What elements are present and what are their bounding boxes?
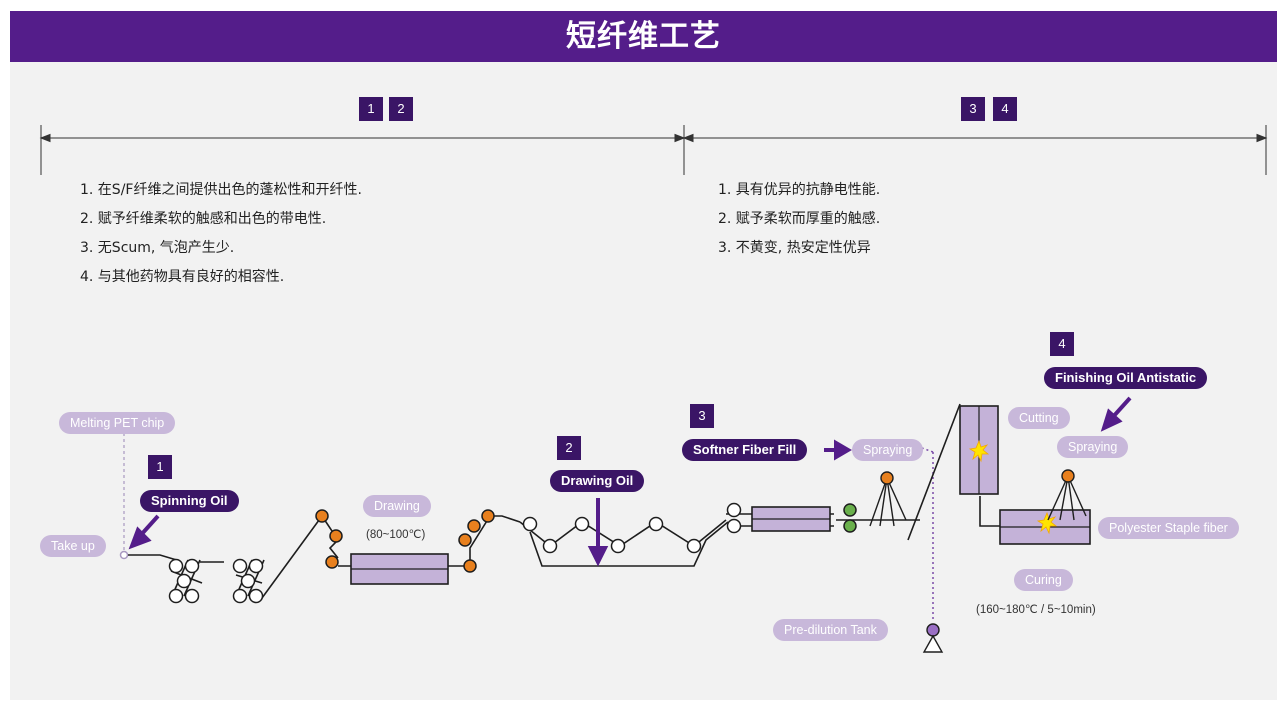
- drawing-temperature: (80~100℃): [366, 529, 426, 541]
- arrow-icon: [587, 498, 609, 567]
- spray-nozzle-4: [1047, 475, 1087, 521]
- features-left-list: 1. 在S/F纤维之间提供出色的蓬松性和开纤性. 2. 赋予纤维柔软的触感和出色…: [80, 180, 362, 296]
- features-right-list: 1. 具有优异的抗静电性能. 2. 赋予柔软而厚重的触感. 3. 不黄变, 热安…: [718, 180, 880, 267]
- polyester-staple-fiber-label: Polyester Staple fiber: [1098, 517, 1239, 539]
- rollers: [168, 502, 742, 604]
- section-marker-1: 1: [359, 97, 383, 121]
- feature-left-3: 3. 无Scum, 气泡产生少.: [80, 240, 235, 256]
- feature-right-2: 2. 赋予柔软而厚重的触感.: [718, 211, 881, 227]
- spray-nozzle-3: [869, 477, 907, 527]
- section-marker-4: 4: [993, 97, 1017, 121]
- feature-right-1: 1. 具有优异的抗静电性能.: [718, 182, 881, 198]
- step-4-finishing-oil-antistatic: Finishing Oil Antistatic: [1044, 367, 1208, 389]
- step-2-drawing-oil: Drawing Oil: [550, 470, 645, 492]
- cutting-label: Cutting: [1008, 407, 1070, 429]
- step-3-softner-fiber-fill: Softner Fiber Fill: [682, 439, 808, 461]
- arrow-icon: [128, 514, 160, 550]
- step-4-number: 4: [1050, 332, 1074, 356]
- feature-left-4: 4. 与其他药物具有良好的相容性.: [80, 269, 285, 285]
- drawing-label: Drawing: [363, 495, 431, 517]
- feature-left-1: 1. 在S/F纤维之间提供出色的蓬松性和开纤性.: [80, 182, 362, 198]
- page-title: 短纤维工艺: [10, 11, 1277, 62]
- curing-label: Curing: [1014, 569, 1073, 591]
- melting-pet-chip-label: Melting PET chip: [59, 412, 176, 434]
- fiber-path: [128, 403, 1090, 599]
- section-marker-2: 2: [389, 97, 413, 121]
- starburst-icon: [1036, 511, 1058, 535]
- take-up-start-point: [119, 550, 129, 560]
- dimension-line-right: [682, 125, 1268, 175]
- section-marker-3: 3: [961, 97, 985, 121]
- starburst-icon: [968, 439, 990, 463]
- step-2-number: 2: [557, 436, 581, 460]
- feature-right-3: 3. 不黄变, 热安定性优异: [718, 240, 871, 256]
- arrow-icon: [1100, 396, 1132, 432]
- step-1-spinning-oil: Spinning Oil: [140, 490, 239, 512]
- step-3-number: 3: [690, 404, 714, 428]
- orange-rollers: [315, 509, 495, 573]
- spraying-4-label: Spraying: [1057, 436, 1129, 458]
- curing-conditions: (160~180℃ / 5~10min): [976, 604, 1096, 616]
- feature-left-2: 2. 赋予纤维柔软的触感和出色的带电性.: [80, 211, 327, 227]
- green-rollers: [843, 503, 857, 533]
- pre-dilution-tank-icon: [922, 623, 944, 653]
- pre-dilution-tank-label: Pre-dilution Tank: [773, 619, 888, 641]
- dimension-line-left: [39, 125, 686, 175]
- arrow-icon: [824, 439, 852, 461]
- spraying-3-label: Spraying: [852, 439, 924, 461]
- take-up-label: Take up: [40, 535, 106, 557]
- step-1-number: 1: [148, 455, 172, 479]
